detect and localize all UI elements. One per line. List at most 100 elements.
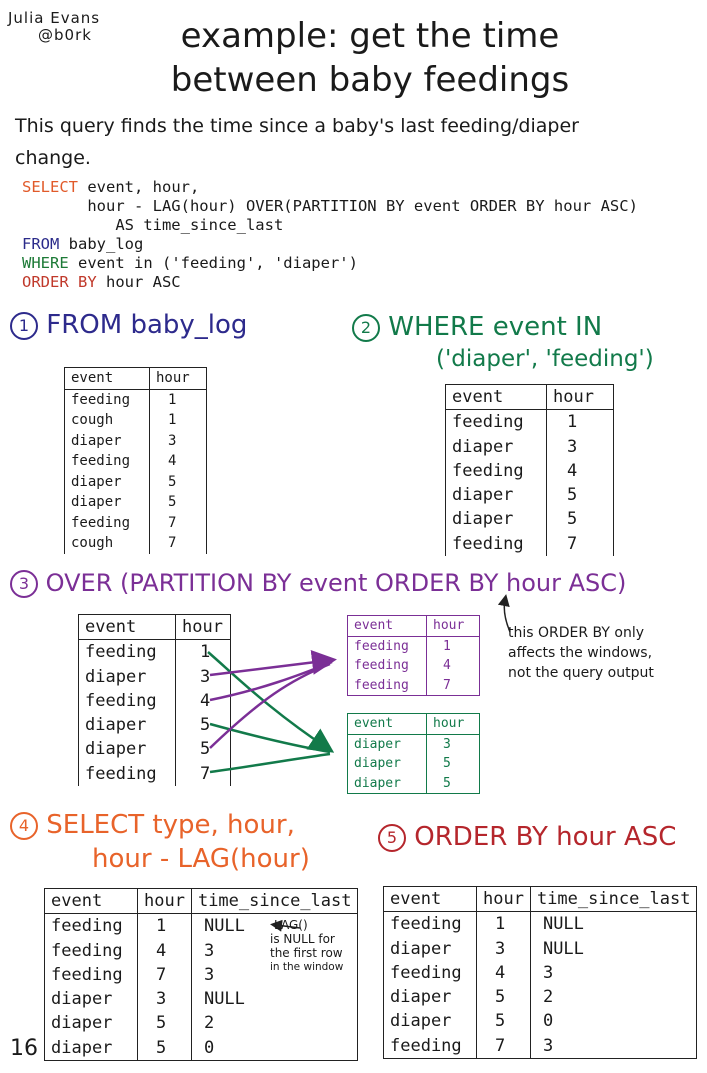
cell-time-since-last: 2	[529, 985, 698, 1010]
cell-event: diaper	[44, 1011, 138, 1036]
title-line-1: example: get the time	[180, 16, 560, 56]
sql-query: SELECT event, hour, hour - LAG(hour) OVE…	[22, 178, 638, 292]
cell-event: feeding	[383, 1033, 477, 1060]
cell-event: diaper	[44, 1035, 138, 1062]
cell-hour: 1	[175, 639, 231, 665]
cell-time-since-last: 3	[529, 1033, 698, 1060]
step-2-number-circle: 2	[352, 313, 380, 342]
cell-event: cough	[64, 533, 150, 554]
sql-line-5: event in ('feeding', 'diaper')	[68, 254, 358, 272]
cell-time-since-last: 2	[190, 1011, 359, 1036]
cell-event: diaper	[383, 1009, 477, 1034]
cell-event: diaper	[347, 734, 427, 754]
cell-event: diaper	[347, 754, 427, 774]
lag-null-note: LAG() is NULL for the first row in the w…	[270, 918, 370, 974]
table-header: hour	[426, 713, 480, 735]
cell-hour: 5	[476, 985, 531, 1010]
cell-event: diaper	[78, 737, 176, 762]
cell-event: diaper	[445, 507, 547, 532]
cell-hour: 7	[137, 962, 192, 988]
cell-hour: 7	[175, 761, 231, 787]
step-1-label: FROM baby_log	[46, 310, 248, 340]
cell-hour: 7	[546, 531, 614, 557]
cell-hour: 4	[137, 938, 192, 963]
note-line: LAG()	[274, 918, 308, 932]
table-header: event	[347, 713, 427, 735]
table-header: event	[44, 887, 138, 915]
step-2-label-line-1: WHERE event IN	[388, 312, 603, 342]
cell-time-since-last: 0	[529, 1009, 698, 1034]
step-1-heading: 1 FROM baby_log	[10, 310, 247, 340]
step-5-label: ORDER BY hour ASC	[414, 822, 677, 852]
cell-event: feeding	[78, 761, 176, 787]
note-line: not the query output	[508, 665, 654, 681]
cell-hour: 1	[426, 636, 480, 656]
cell-hour: 1	[137, 913, 192, 939]
table-header: time_since_last	[190, 887, 359, 915]
cell-event: diaper	[64, 492, 150, 513]
step-3-number-circle: 3	[10, 570, 38, 598]
table-header: event	[445, 383, 547, 411]
cell-event: feeding	[383, 960, 477, 986]
cell-time-since-last: NULL	[190, 913, 359, 939]
cell-event: feeding	[445, 531, 547, 557]
cell-time-since-last: NULL	[190, 987, 359, 1012]
cell-event: feeding	[44, 938, 138, 963]
cell-event: feeding	[44, 913, 138, 939]
cell-hour: 5	[426, 754, 480, 774]
cell-time-since-last: NULL	[529, 911, 698, 937]
cell-event: diaper	[44, 987, 138, 1012]
cell-event: diaper	[347, 773, 427, 794]
cell-hour: 3	[476, 936, 531, 961]
cell-event: feeding	[383, 911, 477, 937]
table-header: hour	[175, 613, 231, 641]
cell-hour: 5	[137, 1035, 192, 1062]
page-title: example: get the time between baby feedi…	[140, 14, 600, 102]
cell-hour: 5	[137, 1011, 192, 1036]
cell-hour: 3	[546, 434, 614, 459]
sql-line-4: baby_log	[59, 235, 144, 253]
cell-hour: 3	[175, 664, 231, 689]
cell-hour: 1	[546, 409, 614, 435]
cell-event: feeding	[64, 512, 150, 533]
note-line: this ORDER BY only	[508, 625, 645, 641]
arrow-feeding-4	[209, 660, 333, 702]
step-5-number-circle: 5	[378, 823, 406, 852]
cell-hour: 5	[546, 507, 614, 532]
sql-line-6: hour ASC	[96, 273, 181, 291]
step-2-label-line-2: ('diaper', 'feeding')	[436, 346, 654, 372]
step-2-heading: 2 WHERE event IN	[352, 312, 602, 342]
cell-hour: 5	[149, 471, 207, 492]
cell-event: feeding	[78, 688, 176, 714]
intro-line-2: change.	[15, 147, 91, 169]
cell-hour: 5	[476, 1009, 531, 1034]
note-line: is NULL for	[270, 932, 335, 946]
cell-event: feeding	[347, 656, 427, 676]
step-1-number-circle: 1	[10, 311, 38, 340]
table-header: hour	[546, 383, 614, 411]
